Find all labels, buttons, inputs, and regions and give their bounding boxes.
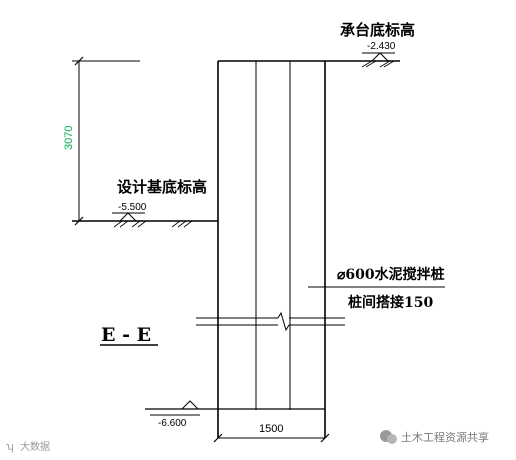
- pile-note-line-2: 桩间搭接150: [348, 294, 433, 311]
- cap-bottom-title: 承台底标高: [340, 21, 415, 39]
- cap-bottom-elevation: -2.430: [367, 41, 396, 52]
- watermark-right: 土木工程资源共享: [380, 430, 489, 444]
- bottom-elevation: -6.600: [158, 418, 187, 429]
- break-line: [196, 311, 345, 332]
- watermark-left: ʮ 大数据: [6, 440, 50, 453]
- cap-elevation-marker: [361, 52, 395, 68]
- watermark-left-icon: ʮ: [6, 441, 14, 453]
- width-dimension-text: 1500: [259, 423, 283, 435]
- width-dimension: [213, 433, 330, 443]
- watermark-right-text: 土木工程资源共享: [401, 430, 489, 444]
- design-base-elevation: -5.500: [118, 202, 147, 213]
- height-dimension-text: 3070: [63, 126, 75, 150]
- design-base-title: 设计基底标高: [117, 178, 207, 196]
- design-base-marker: [112, 212, 193, 228]
- section-title: E - E: [101, 324, 151, 346]
- pile-note-line-1: ⌀600水泥搅拌桩: [337, 266, 445, 283]
- height-dimension: [74, 56, 84, 226]
- watermark-left-text: 大数据: [20, 440, 50, 453]
- bottom-elevation-marker: [150, 400, 200, 416]
